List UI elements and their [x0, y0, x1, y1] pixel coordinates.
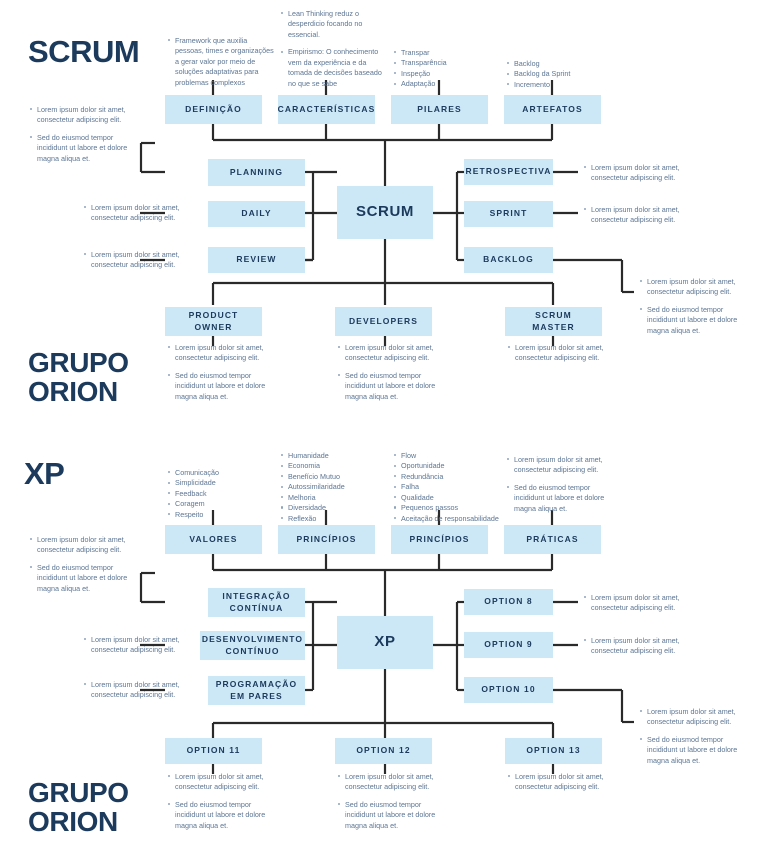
node-principios-2[interactable]: PRINCÍPIOS [391, 525, 488, 554]
bullets-retrospectiva: Lorem ipsum dolor sit amet, consectetur … [584, 163, 690, 184]
bullets-principios-2: Flow Oportunidade Redundância Falha Qual… [394, 451, 509, 524]
node-option-13[interactable]: OPTION 13 [505, 738, 602, 764]
node-caracteristicas[interactable]: CARACTERÍSTICAS [278, 95, 375, 124]
bullets-principios-1: Humanidade Economia Benefício Mutuo Auto… [281, 451, 385, 524]
bullets-caracteristicas: Lean Thinking reduz o desperdicio focand… [281, 9, 385, 96]
node-scrum-master[interactable]: SCRUM MASTER [505, 307, 602, 336]
bullets-developers: Lorem ipsum dolor sit amet, consectetur … [338, 343, 448, 409]
bullets-daily: Lorem ipsum dolor sit amet, consectetur … [84, 203, 186, 224]
bullets-option-9: Lorem ipsum dolor sit amet, consectetur … [584, 636, 690, 657]
bullets-xp-right-elbow: Lorem ipsum dolor sit amet, consectetur … [640, 707, 750, 773]
bullets-option-12: Lorem ipsum dolor sit amet, consectetur … [338, 772, 448, 838]
bullets-option-13: Lorem ipsum dolor sit amet, consectetur … [508, 772, 618, 800]
bullets-option-8: Lorem ipsum dolor sit amet, consectetur … [584, 593, 690, 614]
bullets-product-owner: Lorem ipsum dolor sit amet, consectetur … [168, 343, 278, 409]
section-title-xp: XP [24, 456, 65, 491]
node-option-8[interactable]: OPTION 8 [464, 589, 553, 615]
node-pilares[interactable]: PILARES [391, 95, 488, 124]
node-programacao-em-pares[interactable]: PROGRAMAÇÃO EM PARES [208, 676, 305, 705]
node-option-10[interactable]: OPTION 10 [464, 677, 553, 703]
node-option-9[interactable]: OPTION 9 [464, 632, 553, 658]
bullets-definicao: Framework que auxilia pessoas, times e o… [168, 36, 274, 95]
bullets-praticas: Lorem ipsum dolor sit amet, consectetur … [507, 455, 615, 521]
bullets-artefatos: Backlog Backlog da Sprint Incremento [507, 59, 607, 90]
bullets-programacao-em-pares: Lorem ipsum dolor sit amet, consectetur … [84, 680, 186, 701]
section-title-scrum: SCRUM [28, 34, 140, 69]
bullets-review: Lorem ipsum dolor sit amet, consectetur … [84, 250, 186, 271]
bullets-option-11: Lorem ipsum dolor sit amet, consectetur … [168, 772, 278, 838]
node-product-owner[interactable]: PRODUCT OWNER [165, 307, 262, 336]
node-principios-1[interactable]: PRINCÍPIOS [278, 525, 375, 554]
bullets-pilares: Transpar Transparência Inspeção Adaptaçã… [394, 48, 494, 90]
node-option-11[interactable]: OPTION 11 [165, 738, 262, 764]
bullets-valores: Comunicação Simplicidade Feedback Corage… [168, 468, 272, 520]
node-integracao-continua[interactable]: INTEGRAÇÃO CONTÍNUA [208, 588, 305, 617]
bullets-scrum-master: Lorem ipsum dolor sit amet, consectetur … [508, 343, 618, 371]
node-backlog[interactable]: BACKLOG [464, 247, 553, 273]
bullets-xp-left-top: Lorem ipsum dolor sit amet, consectetur … [30, 535, 138, 601]
brand-logo-scrum: GRUPO ORION [28, 347, 129, 408]
bullets-scrum-left-top: Lorem ipsum dolor sit amet, consectetur … [30, 105, 138, 171]
node-developers[interactable]: DEVELOPERS [335, 307, 432, 336]
node-hub-xp[interactable]: XP [337, 616, 433, 669]
bullets-desenvolvimento-continuo: Lorem ipsum dolor sit amet, consectetur … [84, 635, 186, 656]
node-valores[interactable]: VALORES [165, 525, 262, 554]
node-hub-scrum[interactable]: SCRUM [337, 186, 433, 239]
bullets-scrum-right-elbow: Lorem ipsum dolor sit amet, consectetur … [640, 277, 750, 343]
node-retrospectiva[interactable]: RETROSPECTIVA [464, 159, 553, 185]
node-option-12[interactable]: OPTION 12 [335, 738, 432, 764]
node-planning[interactable]: PLANNING [208, 159, 305, 186]
node-desenvolvimento-continuo[interactable]: DESENVOLVIMENTO CONTÍNUO [200, 631, 305, 660]
node-daily[interactable]: DAILY [208, 201, 305, 227]
node-definicao[interactable]: DEFINIÇÃO [165, 95, 262, 124]
bullets-sprint: Lorem ipsum dolor sit amet, consectetur … [584, 205, 690, 226]
node-artefatos[interactable]: ARTEFATOS [504, 95, 601, 124]
node-sprint[interactable]: SPRINT [464, 201, 553, 227]
node-praticas[interactable]: PRÁTICAS [504, 525, 601, 554]
node-review[interactable]: REVIEW [208, 247, 305, 273]
brand-logo-xp: GRUPO ORION [28, 777, 129, 838]
